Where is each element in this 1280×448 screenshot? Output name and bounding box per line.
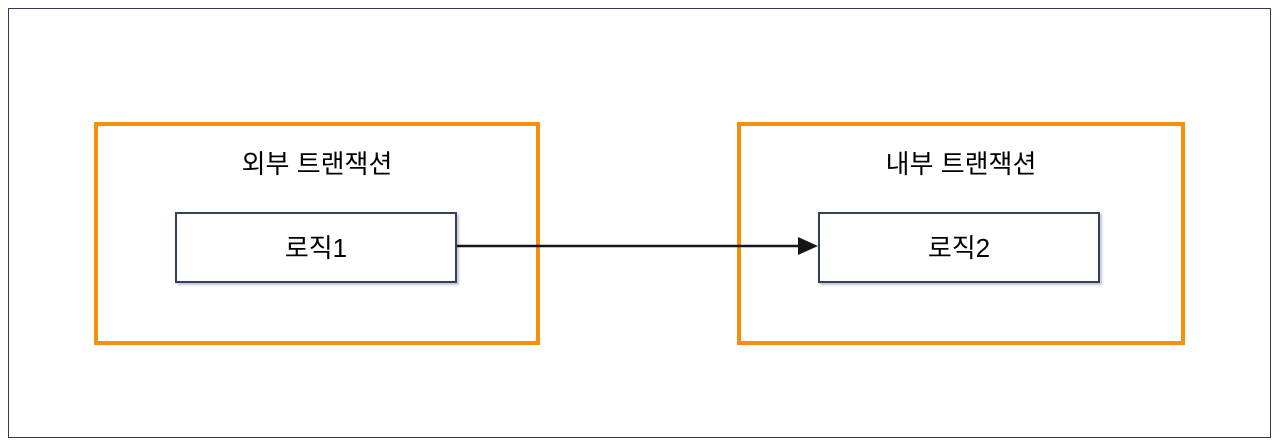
node-logic-1-label: 로직1	[284, 232, 348, 263]
group-external-transaction-label: 외부 트랜잭션	[241, 149, 393, 179]
node-logic-2-label: 로직2	[927, 232, 991, 263]
node-logic-2[interactable]: 로직2	[818, 212, 1100, 283]
group-internal-transaction-label: 내부 트랜잭션	[885, 149, 1037, 179]
node-logic-1[interactable]: 로직1	[175, 212, 457, 283]
